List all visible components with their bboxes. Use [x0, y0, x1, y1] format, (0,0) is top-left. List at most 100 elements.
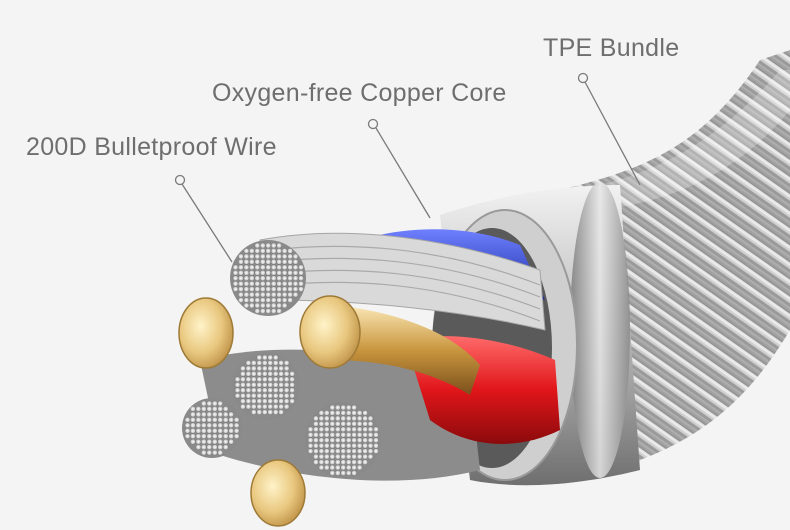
- wire-strand: [195, 438, 202, 445]
- wire-strand: [356, 464, 363, 471]
- wire-strand: [228, 433, 234, 440]
- wire-strand: [356, 448, 363, 454]
- wire-strand: [351, 426, 357, 433]
- wire-strand: [250, 409, 257, 415]
- copper-rod: [330, 305, 480, 395]
- wire-strand: [323, 410, 330, 416]
- wire-strand: [356, 415, 363, 422]
- wire-strand: [267, 381, 274, 388]
- wire-strand: [254, 258, 261, 265]
- wire-strand: [272, 354, 279, 361]
- wire-strand: [265, 302, 272, 309]
- wire-strand: [267, 387, 274, 394]
- wire-strand: [283, 381, 290, 388]
- wire-strand: [334, 459, 341, 465]
- wire-strand: [345, 448, 352, 454]
- wire-strand: [200, 433, 207, 440]
- wire-strand: [340, 404, 347, 411]
- wire-strand: [267, 370, 274, 377]
- wire-strand: [256, 360, 263, 366]
- wire-strand: [276, 291, 282, 298]
- wire-strand: [362, 453, 368, 460]
- wire-strand: [259, 275, 266, 282]
- wire-strand: [222, 433, 229, 440]
- wire-strand: [217, 449, 224, 456]
- wire-strand: [356, 437, 363, 444]
- wire-strand: [243, 253, 250, 260]
- wire-strand: [254, 280, 261, 287]
- wire-strand: [254, 297, 261, 303]
- wire-strand: [206, 449, 213, 456]
- wire-strand: [329, 453, 336, 460]
- wire-strand: [190, 411, 196, 418]
- tpe-bundle-label: TPE Bundle: [543, 34, 680, 62]
- wire-strand: [272, 381, 279, 388]
- braid-highlight: [600, 70, 790, 210]
- wire-strand: [323, 437, 330, 444]
- wire-strand: [362, 410, 368, 416]
- wire-strand: [245, 376, 252, 383]
- wire-strand: [256, 387, 263, 394]
- wire-strand: [276, 297, 282, 303]
- wire-strand: [287, 264, 293, 271]
- wire-strand: [367, 437, 374, 444]
- wire-strand: [276, 308, 282, 314]
- wire-strand: [250, 376, 257, 383]
- wire-strand: [243, 297, 250, 303]
- wire-strand: [307, 448, 314, 454]
- wire-strand: [313, 431, 319, 438]
- wire-strand: [289, 381, 295, 388]
- wire-strand: [200, 427, 207, 434]
- wire-strand: [243, 258, 250, 265]
- wire-strand: [362, 431, 368, 438]
- wire-strand: [233, 433, 240, 440]
- wire-strand: [234, 381, 241, 388]
- wire-strand: [345, 464, 352, 471]
- wire-strand: [323, 426, 330, 433]
- wire-strand: [278, 409, 284, 415]
- wire-strand: [259, 302, 266, 309]
- wire-strand: [281, 253, 288, 260]
- wire-strand: [281, 297, 288, 303]
- wire-strand: [211, 411, 218, 418]
- wire-strand: [243, 302, 250, 309]
- wire-strand: [287, 286, 293, 292]
- wire-strand: [206, 427, 213, 434]
- wire-strand: [292, 291, 299, 298]
- wire-strand: [248, 258, 255, 265]
- wire-strand: [276, 275, 282, 282]
- wire-strand: [243, 291, 250, 298]
- wire-strand: [367, 415, 374, 422]
- wire-strand: [356, 431, 363, 438]
- wire-strand: [190, 438, 196, 445]
- wire-strand: [272, 365, 279, 372]
- wire-strand: [272, 387, 279, 394]
- wire-strand: [211, 416, 218, 423]
- wire-strand: [267, 392, 274, 399]
- strand-bundles: [182, 240, 381, 478]
- wire-strand: [206, 438, 213, 445]
- wire-strand: [362, 415, 368, 422]
- wire-strand: [265, 291, 272, 298]
- wire-strand: [240, 381, 246, 388]
- wire-strand: [248, 248, 255, 254]
- wire-strand: [298, 275, 304, 282]
- wire-strand: [298, 280, 304, 287]
- wire-strand: [222, 444, 229, 450]
- wire-strand: [367, 420, 374, 427]
- wire-strand: [256, 381, 263, 388]
- wire-strand: [276, 264, 282, 271]
- wire-strand: [195, 427, 202, 434]
- wire-strand: [270, 264, 277, 271]
- wire-strand: [195, 422, 202, 429]
- wire-strand: [340, 470, 347, 476]
- wire-strand: [248, 297, 255, 303]
- wire-strand: [345, 459, 352, 465]
- wire-strand: [276, 286, 282, 292]
- wire-strand: [232, 264, 239, 271]
- wire-strand: [254, 302, 261, 309]
- wire-strand: [272, 398, 279, 404]
- wire-strand: [340, 420, 347, 427]
- wire-strand: [195, 433, 202, 440]
